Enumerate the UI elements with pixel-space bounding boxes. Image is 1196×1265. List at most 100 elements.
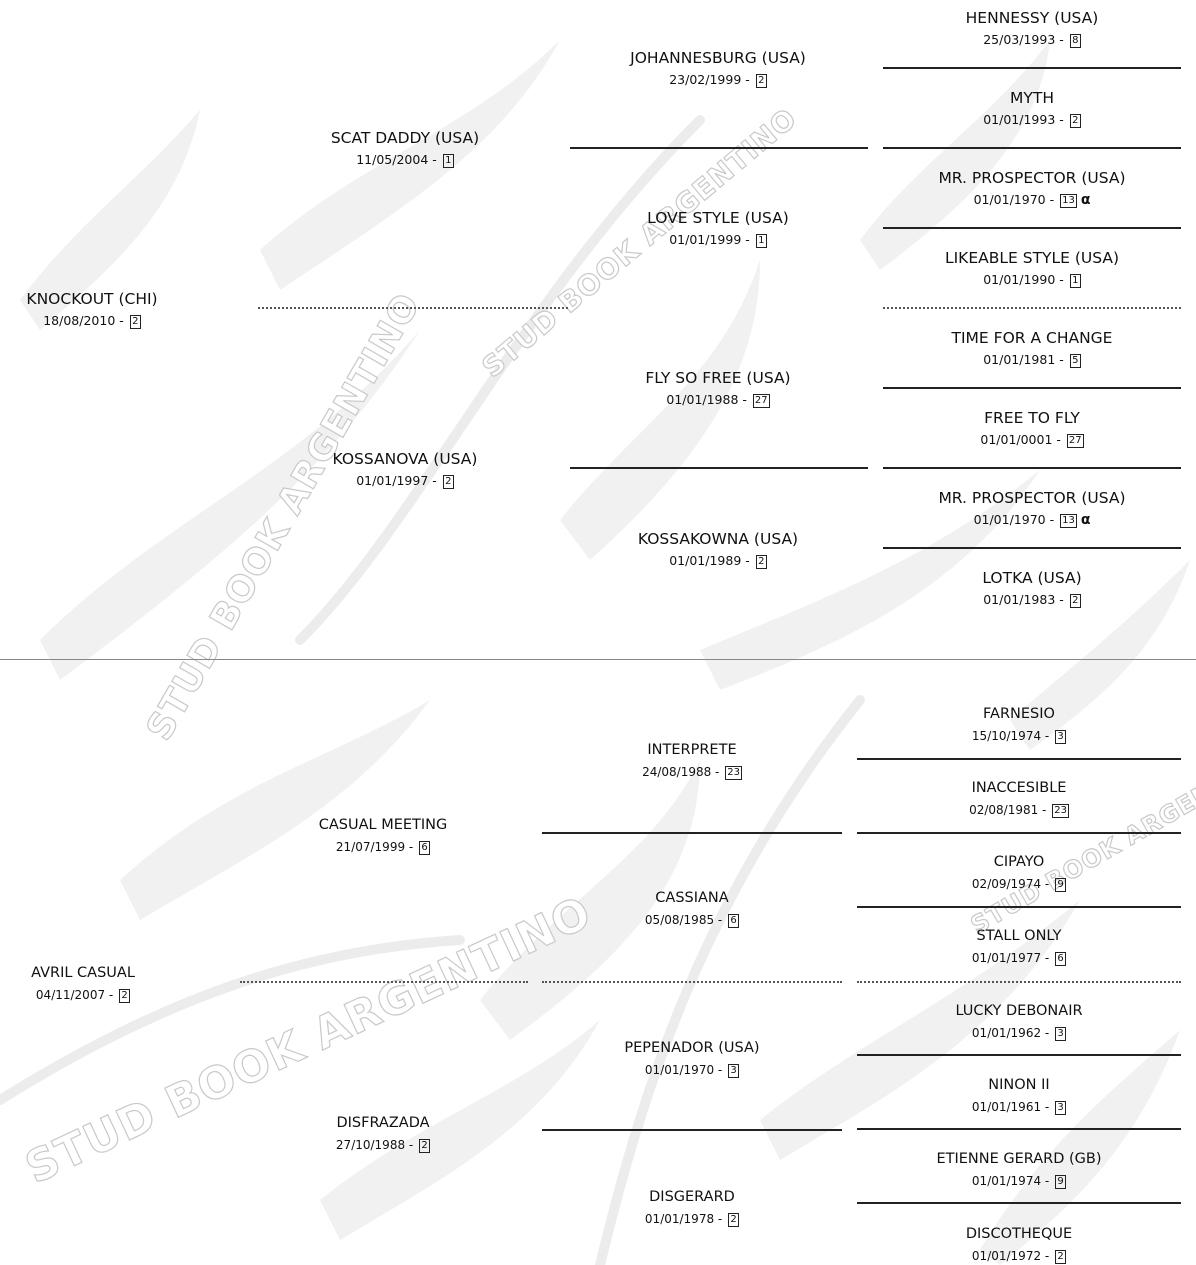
horse-name: MR. PROSPECTOR (USA) [938,489,1126,507]
branch-line [570,467,868,469]
family-number-badge: 2 [129,315,141,329]
horse-name: ETIENNE GERARD (GB) [936,1151,1102,1167]
horse-name: SCAT DADDY (USA) [330,129,480,147]
horse-name: FREE TO FLY [984,409,1080,427]
horse-name: LOTKA (USA) [982,569,1082,587]
birth-info: 01/01/1993 - 2 [862,111,1196,129]
birth-date: 01/01/1988 [666,392,739,407]
separator: - [1041,1026,1054,1040]
sire-dam-divider [542,981,842,983]
family-number-badge: 3 [1055,1101,1067,1115]
alpha-mark: α [1080,192,1091,208]
birth-date: 01/01/1978 [644,1212,715,1226]
grandparent-entry[interactable]: FLY SO FREE (USA)01/01/1988 - 27 [548,368,888,409]
family-number-badge: 3 [1055,730,1067,744]
horse-name: CIPAYO [993,854,1045,870]
branch-line [857,1128,1181,1130]
birth-info: 01/01/1999 - 1 [548,231,888,249]
horse-name: DISGERARD [649,1189,735,1205]
separator: - [405,1138,418,1152]
branch-line [857,1054,1181,1056]
branch-line [570,147,868,149]
horse-name: TIME FOR A CHANGE [951,329,1113,347]
horse-entry[interactable]: KNOCKOUT (CHI) 18/08/2010 - 2 [0,289,262,330]
birth-date: 01/01/1970 [644,1063,715,1077]
family-number-badge: 27 [752,394,770,408]
birth-info: 18/08/2010 - 2 [0,312,262,330]
birth-date: 02/09/1974 [971,877,1042,891]
family-number-badge: 2 [442,475,454,489]
birth-date: 01/01/0001 [980,432,1053,447]
family-number-badge: 8 [1069,34,1081,48]
dam-entry[interactable]: KOSSANOVA (USA) 01/01/1997 - 2 [235,449,575,490]
family-number-badge: 3 [1055,1027,1067,1041]
horse-name: PEPENADOR (USA) [624,1040,760,1056]
grandparent-entry[interactable]: KOSSAKOWNA (USA)01/01/1989 - 2 [548,529,888,570]
section-divider [0,659,1196,660]
horse-name: KNOCKOUT (CHI) [26,290,158,308]
sire-dam-divider [857,981,1181,983]
family-number-badge: 1 [1069,274,1081,288]
family-number-badge: 2 [1069,114,1081,128]
birth-date: 04/11/2007 [35,988,106,1002]
birth-info: 11/05/2004 - 1 [235,151,575,169]
family-number-badge: 2 [1055,1250,1067,1264]
horse-name: MYTH [1010,89,1054,107]
grandparent-entry[interactable]: JOHANNESBURG (USA)23/02/1999 - 2 [548,48,888,89]
separator: - [1041,1174,1054,1188]
birth-info: 01/01/1997 - 2 [235,472,575,490]
separator: - [738,392,751,407]
horse-name: KOSSANOVA (USA) [332,450,478,468]
family-number-badge: 2 [728,1213,740,1227]
branch-line [857,1202,1181,1204]
sire-entry[interactable]: SCAT DADDY (USA) 11/05/2004 - 1 [235,128,575,169]
great-grandparent-entry[interactable]: LIKEABLE STYLE (USA)01/01/1990 - 1 [862,248,1196,289]
great-grandparent-entry[interactable]: ETIENNE GERARD (GB)01/01/1974 - 9 [849,1149,1189,1190]
birth-date: 01/01/1970 [973,512,1046,527]
birth-date: 01/01/1970 [973,192,1046,207]
great-grandparent-entry[interactable]: MYTH 01/01/1993 - 2 [862,88,1196,129]
grandparent-entry[interactable]: LOVE STYLE (USA)01/01/1999 - 1 [548,208,888,249]
family-number-badge: 13 [1060,514,1077,528]
birth-info: 01/01/1989 - 2 [548,552,888,570]
family-number-badge: 2 [1069,594,1081,608]
separator: - [1041,1100,1054,1114]
birth-info: 15/10/1974 - 3 [849,727,1189,745]
separator: - [741,553,754,568]
grandparent-entry[interactable]: PEPENADOR (USA) 01/01/1970 - 3 [522,1038,862,1079]
separator: - [1055,592,1068,607]
great-grandparent-entry[interactable]: HENNESSY (USA)25/03/1993 - 8 [862,8,1196,49]
birth-info: 25/03/1993 - 8 [862,31,1196,49]
separator: - [428,473,441,488]
birth-date: 01/01/1993 [983,112,1056,127]
sire-dam-divider [883,307,1181,309]
watermark-stamp: STUD BOOK ARGENTINO [965,742,1196,940]
great-grandparent-entry[interactable]: LOTKA (USA)01/01/1983 - 2 [862,568,1196,609]
birth-info: 04/11/2007 - 2 [0,986,253,1004]
birth-info: 01/01/1972 - 2 [849,1247,1189,1265]
separator: - [1041,729,1054,743]
birth-info: 01/01/1970 - 3 [522,1061,862,1079]
birth-date: 01/01/1961 [971,1100,1042,1114]
separator: - [1041,877,1054,891]
separator: - [1055,272,1068,287]
